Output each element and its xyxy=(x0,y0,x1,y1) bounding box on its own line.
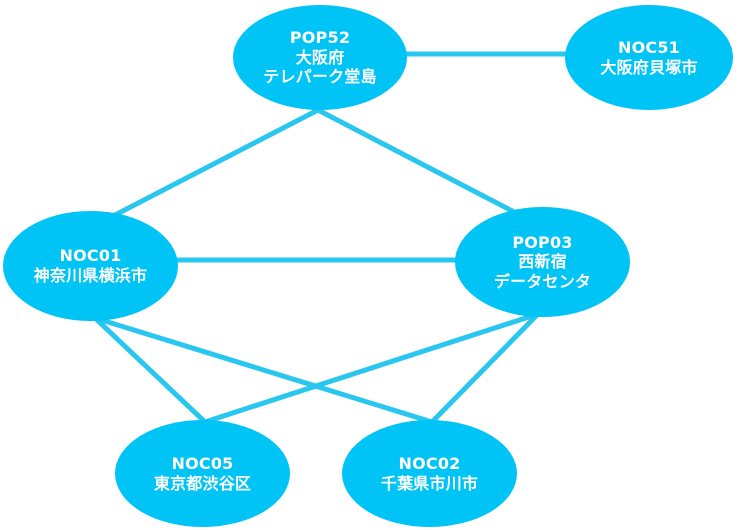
node-noc05-line2: 東京都渋谷区 xyxy=(153,473,252,493)
link-pop52-pop03 xyxy=(316,107,522,218)
node-noc02-line2: 千葉県市川市 xyxy=(380,473,479,493)
node-pop03-line1: POP03 xyxy=(512,232,573,252)
node-noc51-line1: NOC51 xyxy=(618,37,680,57)
link-pop52-noc01 xyxy=(113,107,320,218)
node-noc51: NOC51 大阪府貝塚市 xyxy=(565,5,733,110)
node-noc05: NOC05 東京都渋谷区 xyxy=(115,420,290,527)
link-pop03-noc05 xyxy=(204,311,539,425)
node-noc01: NOC01 神奈川県横浜市 xyxy=(3,211,178,321)
node-noc01-line1: NOC01 xyxy=(59,246,122,266)
link-pop03-noc02 xyxy=(430,312,540,424)
node-noc01-line2: 神奈川県横浜市 xyxy=(33,266,148,285)
node-noc51-line2: 大阪府貝塚市 xyxy=(600,57,698,77)
node-pop03: POP03 西新宿 データセンタ xyxy=(455,207,630,317)
node-noc02: NOC02 千葉県市川市 xyxy=(342,420,517,527)
node-pop52-line3: テレパーク堂島 xyxy=(263,67,377,87)
node-pop03-line3: データセンタ xyxy=(493,271,592,291)
node-pop52-line1: POP52 xyxy=(289,28,351,48)
node-noc05-line1: NOC05 xyxy=(171,453,234,473)
link-noc01-noc02 xyxy=(94,315,433,425)
node-pop52-line2: 大阪府 xyxy=(295,47,345,67)
node-noc02-line1: NOC02 xyxy=(398,453,461,473)
node-pop03-line2: 西新宿 xyxy=(518,252,567,272)
node-pop52: POP52 大阪府 テレパーク堂島 xyxy=(233,5,407,110)
link-noc01-noc05 xyxy=(93,316,207,424)
